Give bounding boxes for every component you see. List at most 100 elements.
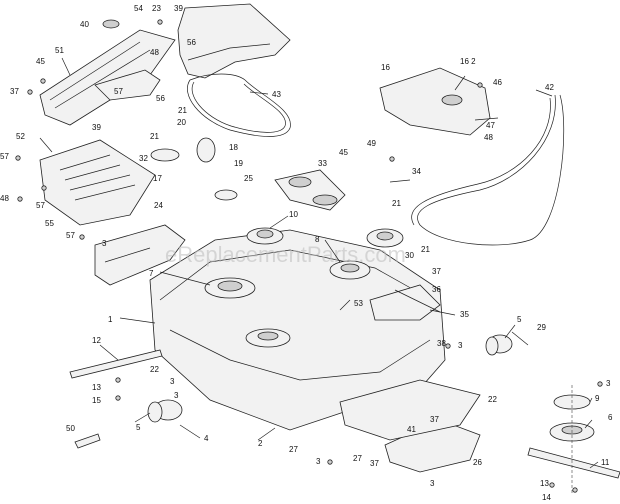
deck-drive-belt — [187, 73, 291, 137]
callout-7: 7 — [149, 269, 154, 278]
callout-20: 20 — [177, 118, 186, 127]
left-bracket — [94, 69, 161, 101]
right-cover — [379, 67, 491, 136]
callout-1: 1 — [108, 315, 113, 324]
callout-35: 35 — [460, 310, 469, 319]
callout-57: 57 — [36, 201, 45, 210]
callout-37: 37 — [430, 415, 439, 424]
callout-36: 36 — [432, 285, 441, 294]
callout-3: 3 — [316, 457, 321, 466]
blade-left — [69, 349, 163, 379]
callout-46: 46 — [493, 78, 502, 87]
idler-arm — [274, 169, 346, 211]
front-plate — [339, 379, 481, 441]
callout-51: 51 — [55, 46, 64, 55]
callout-24: 24 — [154, 201, 163, 210]
callout-47: 47 — [486, 121, 495, 130]
anti-scalp-roller-left — [147, 399, 183, 423]
callout-3: 3 — [170, 377, 175, 386]
callout-10: 10 — [289, 210, 298, 219]
callout-3: 3 — [458, 341, 463, 350]
callout-13: 13 — [540, 479, 549, 488]
callout-50: 50 — [66, 424, 75, 433]
cap-icon — [441, 94, 463, 106]
rear-bracket — [369, 284, 441, 321]
callout-2: 2 — [258, 439, 263, 448]
callout-43: 43 — [272, 90, 281, 99]
callout-21: 21 — [392, 199, 401, 208]
callout-34: 34 — [412, 167, 421, 176]
callout-52: 52 — [16, 132, 25, 141]
callout-6: 6 — [608, 413, 613, 422]
callout-5: 5 — [136, 423, 141, 432]
callout-48: 48 — [150, 48, 159, 57]
callout-3: 3 — [606, 379, 611, 388]
right-long-belt — [411, 94, 565, 246]
callout-23: 23 — [152, 4, 161, 13]
callout-39: 39 — [92, 123, 101, 132]
callout-30: 30 — [405, 251, 414, 260]
callout-15: 15 — [92, 396, 101, 405]
fastener-dots — [15, 19, 603, 493]
callout-3: 3 — [430, 479, 435, 488]
callout-27: 27 — [289, 445, 298, 454]
callout-32: 32 — [139, 154, 148, 163]
spindle-center — [245, 328, 291, 348]
callout-4: 4 — [204, 434, 209, 443]
callout-42: 42 — [545, 83, 554, 92]
callout-57: 57 — [66, 231, 75, 240]
knob-icon — [102, 19, 120, 29]
callout-56: 56 — [156, 94, 165, 103]
pulley-32 — [150, 148, 180, 162]
callout-49: 49 — [367, 139, 376, 148]
callout-18: 18 — [229, 143, 238, 152]
watermark-text: eReplacementParts.com — [165, 242, 406, 267]
callout-25: 25 — [244, 174, 253, 183]
callout-8: 8 — [315, 235, 320, 244]
callout-57: 57 — [114, 87, 123, 96]
callout-48: 48 — [0, 194, 9, 203]
foot-plate — [39, 139, 156, 226]
callout-16-2: 16 2 — [460, 57, 476, 66]
callout-53: 53 — [354, 299, 363, 308]
pulley-31 — [366, 228, 404, 248]
callout-37: 37 — [370, 459, 379, 468]
callout-48: 48 — [484, 133, 493, 142]
top-cover-plate — [177, 3, 291, 79]
callout-29: 29 — [537, 323, 546, 332]
callout-38: 38 — [437, 339, 446, 348]
callout-22: 22 — [150, 365, 159, 374]
callout-54: 54 — [134, 4, 143, 13]
callout-17: 17 — [153, 174, 162, 183]
callout-26: 26 — [473, 458, 482, 467]
part-50 — [74, 433, 101, 449]
callout-3: 3 — [174, 391, 179, 400]
callout-16: 16 — [381, 63, 390, 72]
callout-37: 37 — [432, 267, 441, 276]
callout-55: 55 — [45, 219, 54, 228]
callout-21: 21 — [178, 106, 187, 115]
callout-56: 56 — [187, 38, 196, 47]
callout-45: 45 — [36, 57, 45, 66]
callout-41: 41 — [407, 425, 416, 434]
leader-lines — [39, 57, 599, 469]
blade-icon — [527, 447, 620, 479]
callout-40: 40 — [80, 20, 89, 29]
callout-45: 45 — [339, 148, 348, 157]
callout-13: 13 — [92, 383, 101, 392]
callout-22: 22 — [488, 395, 497, 404]
callout-19: 19 — [234, 159, 243, 168]
pulley-10 — [246, 227, 284, 245]
pulley-8 — [329, 260, 371, 280]
callout-9: 9 — [595, 394, 600, 403]
callout-57: 57 — [0, 152, 9, 161]
callout-12: 12 — [92, 336, 101, 345]
callout-3: 3 — [102, 239, 107, 248]
callout-21: 21 — [421, 245, 430, 254]
spindle-pulley-left — [204, 277, 256, 299]
callout-14: 14 — [542, 493, 551, 502]
callout-11: 11 — [601, 458, 610, 467]
spindle-assembly-right — [527, 385, 620, 495]
callout-labels: 1 2 3 3 3 3 3 3 3 4 5 5 6 7 8 9 10 11 12… — [0, 4, 613, 502]
deck-side-panel — [94, 224, 186, 286]
